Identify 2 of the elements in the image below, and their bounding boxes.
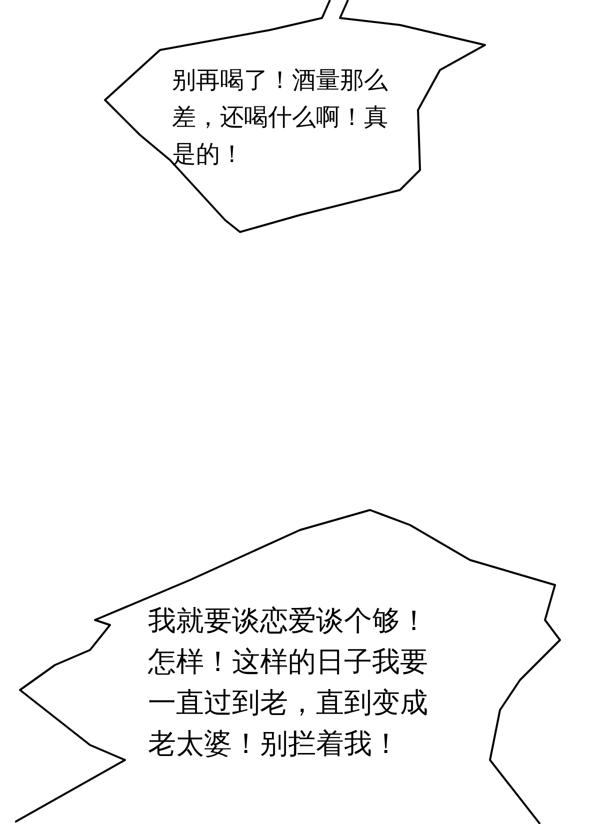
speech-text: 别再喝了！酒量那么差，还喝什么啊！真是的！ xyxy=(172,65,389,170)
speech-text: 我就要谈恋爱谈个够！怎样！这样的日子我要一直过到老，直到变成老太婆！别拦着我！ xyxy=(148,603,429,762)
